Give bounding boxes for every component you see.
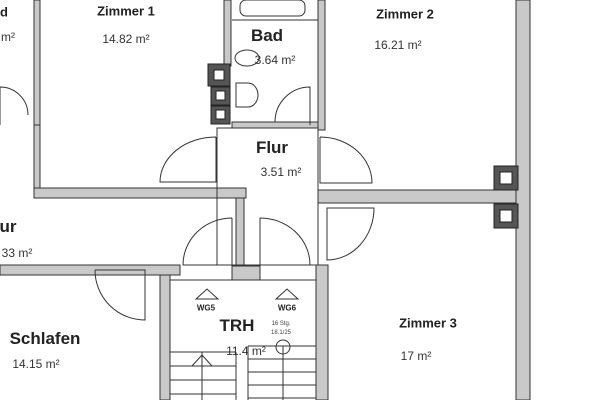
room-name-left-top: d	[0, 4, 8, 20]
door-icon	[319, 136, 373, 184]
sink-icon	[239, 0, 306, 17]
room-name-schlafen: Schlafen	[9, 329, 81, 348]
trh-outline	[169, 279, 317, 400]
room-area-left-top: m²	[1, 30, 15, 44]
room-area-left-flur: 33 m²	[1, 246, 33, 260]
wall	[515, 0, 531, 400]
wall	[0, 264, 181, 276]
door-icon	[0, 86, 29, 125]
room-area-zimmer1: 14.82 m²	[102, 32, 150, 46]
wall	[33, 0, 41, 126]
toilet-icon	[234, 49, 260, 67]
door-icon	[159, 136, 217, 183]
stairs-steps: 16 Stg.	[271, 321, 291, 327]
bathtub-icon	[235, 82, 259, 108]
marker-triangle-icon	[274, 288, 300, 300]
door-icon	[326, 207, 375, 261]
wall	[231, 265, 261, 281]
room-area-trh: 11.4 m²	[226, 344, 266, 358]
marker-wg5: WG5	[196, 303, 216, 313]
wall	[315, 264, 329, 400]
stairs-ratio: 18.1/25	[270, 330, 292, 336]
wall	[33, 187, 247, 199]
room-name-trh: TRH	[219, 316, 255, 335]
room-area-schlafen: 14.15 m²	[12, 357, 60, 371]
stair-arrow-icon	[191, 354, 213, 367]
room-area-bad: 3.64 m²	[254, 53, 296, 67]
wall	[231, 121, 319, 129]
room-name-zimmer2: Zimmer 2	[376, 6, 434, 22]
wall	[317, 0, 326, 131]
door-icon	[182, 217, 233, 266]
wall	[33, 124, 41, 196]
stair-start-icon	[275, 339, 291, 355]
marker-wg6: WG6	[277, 303, 297, 313]
wall	[317, 189, 519, 204]
shaft-inner	[213, 69, 513, 223]
room-name-flur: Flur	[255, 138, 289, 157]
interior-lines	[0, 0, 375, 400]
wall	[159, 274, 171, 400]
room-name-left-flur: ur	[0, 217, 17, 236]
door-icon	[259, 217, 311, 266]
room-name-zimmer3: Zimmer 3	[399, 315, 457, 331]
room-area-zimmer2: 16.21 m²	[374, 38, 422, 52]
wall	[223, 0, 232, 67]
marker-triangle-icon	[194, 288, 220, 300]
door-icon	[274, 86, 311, 125]
walls	[0, 0, 531, 400]
door-icon	[94, 269, 146, 321]
room-area-flur: 3.51 m²	[260, 165, 302, 179]
room-name-zimmer1: Zimmer 1	[97, 3, 155, 19]
room-area-zimmer3: 17 m²	[400, 349, 432, 363]
room-name-bad: Bad	[250, 26, 284, 45]
